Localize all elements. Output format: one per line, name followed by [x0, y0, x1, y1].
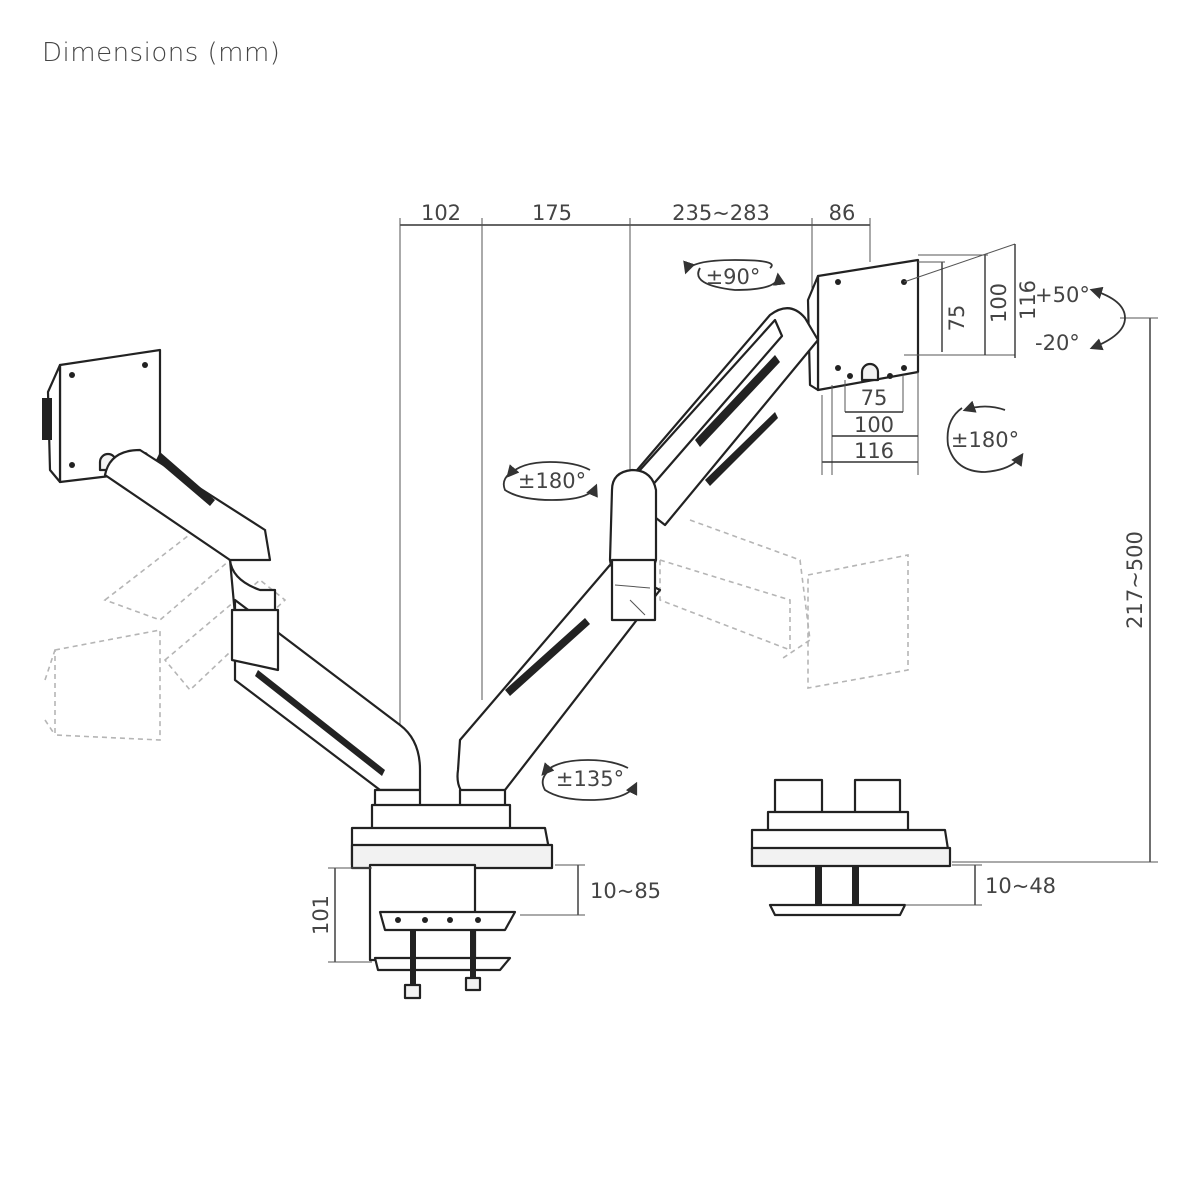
clamp-range-dimension: 10~85	[520, 864, 661, 916]
pole-base-dimension: 101	[309, 867, 372, 963]
vesa-h-100: 100	[854, 413, 894, 437]
vesa-v-116: 116	[1016, 280, 1040, 320]
dim-86: 86	[829, 201, 856, 225]
swivel-top-label: ±90°	[706, 265, 761, 289]
right-vesa-plate	[806, 258, 920, 392]
vesa-v-100: 100	[987, 283, 1011, 323]
tilt-down-label: -20°	[1035, 331, 1080, 355]
rotation-base: ±135°	[541, 759, 638, 801]
right-lower-arm	[456, 558, 662, 803]
dim-175: 175	[532, 201, 572, 225]
page-title: Dimensions (mm)	[42, 38, 281, 68]
rotate-arm-label: ±180°	[518, 469, 586, 493]
rotation-swivel-top: ±90°	[683, 259, 786, 291]
rotation-tilt: +50° -20°	[1035, 283, 1126, 355]
vesa-v-75: 75	[945, 305, 969, 332]
rotation-monitor: ±180°	[946, 400, 1024, 473]
vesa-vertical-dims: 75 100 116	[903, 243, 1040, 358]
grommet-base	[750, 778, 952, 917]
height-label: 217~500	[1123, 531, 1147, 629]
dim-235-283: 235~283	[672, 201, 770, 225]
dim-102: 102	[421, 201, 461, 225]
rotation-arm: ±180°	[502, 461, 598, 501]
vesa-horizontal-dims: 75 100 116	[821, 372, 919, 475]
left-upper-arm	[103, 448, 277, 617]
clamp-range-label: 10~85	[590, 879, 661, 903]
grommet-range-label: 10~48	[985, 874, 1056, 898]
grommet-range-dimension: 10~48	[905, 864, 1056, 906]
rotate-base-label: ±135°	[556, 767, 624, 791]
right-upper-arm	[608, 307, 820, 582]
ghost-right-monitor	[659, 519, 909, 689]
vesa-h-116: 116	[854, 439, 894, 463]
top-dimension-lines: 102 175 235~283 86	[399, 201, 871, 740]
pole-base-label: 101	[309, 895, 333, 935]
main-base	[350, 788, 554, 1000]
height-dimension: 217~500	[952, 317, 1158, 863]
left-lower-arm	[230, 598, 422, 792]
tilt-up-label: +50°	[1035, 283, 1090, 307]
rotate-monitor-label: ±180°	[951, 428, 1019, 452]
vesa-h-75: 75	[861, 386, 888, 410]
